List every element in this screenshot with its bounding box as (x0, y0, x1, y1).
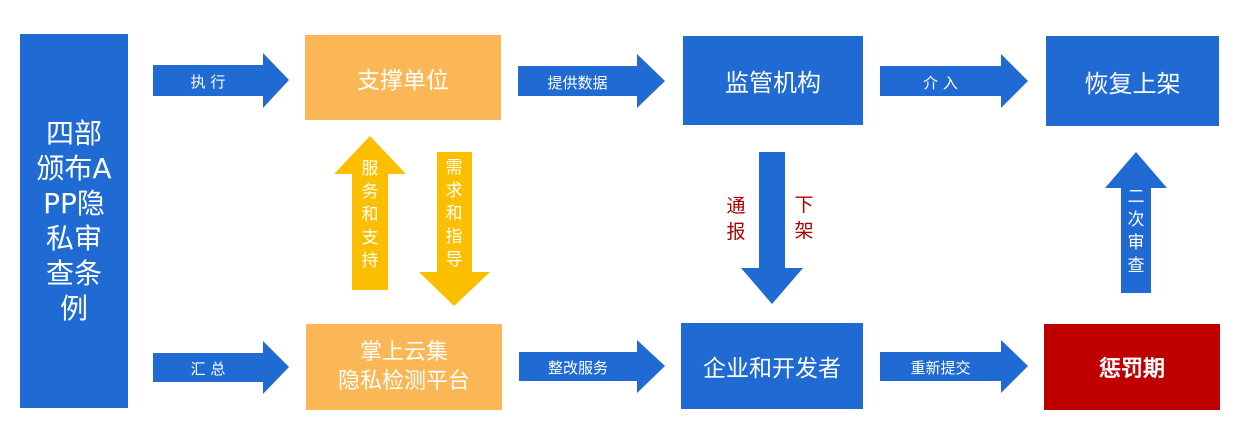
delist-label: 下 架 (794, 194, 814, 242)
regulation-label: 四部颁布APP隐私审查条例 (36, 117, 112, 325)
rectify-service-label: 整改服务 (547, 359, 608, 377)
resubmit-arrow (880, 340, 1028, 393)
service-support-label: 服 务 和 支 持 (361, 159, 379, 271)
second-review-label: 二 次 审 查 (1127, 187, 1145, 276)
penalty-period-label: 惩罚期 (1098, 357, 1165, 382)
execute-arrow (153, 53, 289, 108)
demand-guidance-arrow (419, 152, 490, 306)
summary-label: 汇 总 (190, 360, 226, 378)
restore-listing-label: 恢复上架 (1084, 69, 1181, 98)
privacy-platform-label: 掌上云集 隐私检测平台 (337, 340, 470, 394)
regulation-box: 四部颁布APP隐私审查条例 (20, 34, 128, 408)
execute-label: 执 行 (190, 73, 226, 91)
intervene-label: 介 入 (923, 74, 958, 92)
summary-arrow (153, 341, 289, 394)
regulator-box: 监管机构 (683, 36, 863, 125)
penalty-period-box: 惩罚期 (1044, 324, 1220, 410)
privacy-platform-box: 掌上云集 隐私检测平台 (306, 324, 502, 410)
delist-arrow (741, 152, 803, 304)
intervene-arrow (880, 54, 1028, 108)
notify-label: 通 报 (726, 195, 746, 243)
demand-guidance-label: 需 求 和 指 导 (445, 158, 463, 270)
provide-data-label: 提供数据 (547, 74, 608, 92)
resubmit-label: 重新提交 (910, 359, 971, 377)
regulator-label: 监管机构 (725, 69, 821, 97)
enterprise-developer-box: 企业和开发者 (681, 323, 863, 409)
enterprise-developer-label: 企业和开发者 (703, 356, 841, 382)
provide-data-arrow (518, 54, 665, 108)
support-unit-label: 支撑单位 (357, 67, 449, 94)
second-review-arrow (1105, 152, 1167, 293)
rectify-service-arrow (519, 340, 665, 393)
support-unit-box: 支撑单位 (305, 35, 501, 120)
restore-listing-box: 恢复上架 (1046, 36, 1219, 126)
service-support-arrow (334, 136, 406, 290)
